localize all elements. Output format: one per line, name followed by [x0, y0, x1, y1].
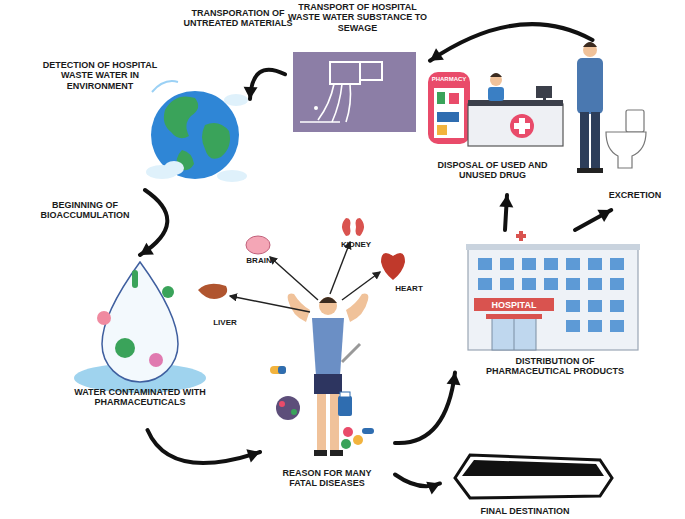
node-label: REASON FOR MANY FATAL DISEASES	[282, 468, 372, 489]
arrow-head	[426, 482, 440, 495]
arrow-head	[499, 195, 513, 207]
node-label: DISPOSAL OF USED AND UNUSED DRUG	[425, 160, 560, 181]
text-label: HEART	[392, 284, 426, 293]
process-node: FINAL DESTINATION	[440, 440, 610, 519]
text-label: BRAIN	[242, 256, 276, 265]
node-label: FINAL DESTINATION	[440, 506, 610, 516]
arrow-line	[395, 373, 455, 444]
man-illustration	[270, 294, 374, 456]
flow-arrow	[140, 190, 167, 255]
coffin-illustration	[455, 455, 612, 498]
node-label: EXCRETION	[590, 190, 680, 200]
text-label: PHARMACY	[428, 76, 470, 83]
globe-illustration	[146, 81, 248, 182]
process-node: DISTRIBUTION OF PHARMACEUTICAL PRODUCTS	[455, 230, 655, 385]
arrow-head	[597, 210, 611, 222]
process-node: DETECTION OF HOSPITAL WASTE WATER IN ENV…	[40, 60, 250, 190]
flow-arrow	[148, 430, 261, 463]
node-label: TRANSPORT OF HOSPITAL WASTE WATER SUBSTA…	[285, 2, 430, 33]
process-node: WATER CONTAMINATED WITH PHARMACEUTICALS	[65, 255, 215, 430]
node-label: WATER CONTAMINATED WITH PHARMACEUTICALS	[73, 387, 207, 408]
flow-arrow	[575, 210, 611, 230]
pharmacy-illustration	[428, 72, 563, 146]
arrow-head	[430, 48, 444, 61]
flow-arrow	[430, 24, 593, 61]
arrow-line	[430, 24, 593, 61]
sewage-pipe-illustration	[293, 52, 416, 132]
arrow-line	[140, 190, 167, 255]
flow-arrow	[499, 195, 513, 230]
process-node: DISPOSAL OF USED AND UNUSED DRUG	[420, 65, 565, 195]
water-drop-illustration	[74, 262, 206, 393]
arrow-head	[447, 373, 461, 386]
edge-label: BEGINNING OF BIOACCUMULATION	[30, 200, 140, 221]
text-label: HOSPITAL	[474, 300, 554, 310]
text-label: KIDNEY	[336, 240, 376, 249]
arrow-line	[505, 195, 507, 230]
flow-arrow	[395, 475, 440, 495]
hospital-illustration	[466, 231, 640, 350]
arrow-head	[140, 243, 154, 255]
organ-illustration	[198, 218, 405, 312]
excretion-illustration	[577, 42, 646, 173]
node-label: DISTRIBUTION OF PHARMACEUTICAL PRODUCTS	[475, 356, 635, 377]
process-node: REASON FOR MANY FATAL DISEASES	[260, 290, 395, 515]
flow-arrow	[395, 373, 460, 444]
flow-arrow	[244, 70, 285, 99]
arrow-head	[244, 87, 258, 99]
node-label: DETECTION OF HOSPITAL WASTE WATER IN ENV…	[40, 60, 160, 91]
arrow-line	[250, 70, 285, 99]
process-node: EXCRETION	[555, 40, 680, 210]
arrow-line	[148, 430, 261, 463]
arrow-line	[395, 475, 440, 487]
arrow-line	[575, 210, 611, 230]
process-node: TRANSPORT OF HOSPITAL WASTE WATER SUBSTA…	[285, 0, 430, 135]
arrow-head	[246, 449, 260, 462]
text-label: LIVER	[208, 318, 242, 327]
edge-label: TRANSPORATION OF UNTREATED MATERIALS	[182, 8, 294, 29]
